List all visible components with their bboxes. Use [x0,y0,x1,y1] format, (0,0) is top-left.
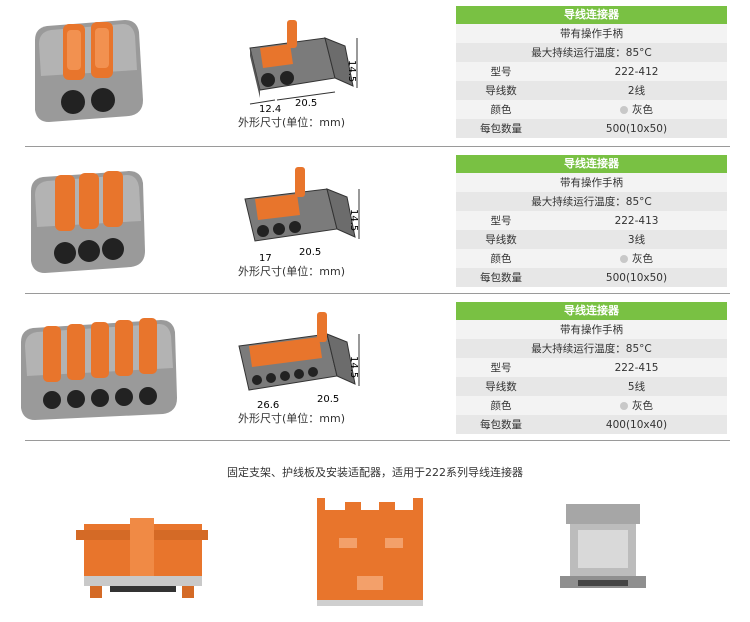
product-section-1: 12.4 20.5 14.5 外形尺寸(单位：mm) 导线连接器 带有操作手柄 … [0,0,750,145]
protective-plate-image [317,498,423,606]
spec-key-pack: 每包数量 [480,123,522,135]
spec-key-wires: 导线数 [485,381,517,393]
spec-key-wires: 导线数 [485,85,517,97]
spec-header: 导线连接器 [456,155,727,173]
dimension-drawing-5wire: 26.6 20.5 14.5 [238,312,360,411]
gray-color-swatch [620,106,628,114]
spec-temp: 最大持续运行温度：85°C [531,47,652,59]
divider [25,146,730,147]
gray-color-swatch [620,402,628,410]
dimension-drawing-3wire: 17 20.5 14.5 [244,167,360,264]
spec-handle: 带有操作手柄 [560,324,623,336]
product-section-3: 26.6 20.5 14.5 外形尺寸(单位：mm) 导线连接器 带有操作手柄 … [0,296,750,441]
spec-key-pack: 每包数量 [480,419,522,431]
dim-height: 14.5 [348,356,359,378]
dim-width: 12.4 [259,104,281,115]
product-section-2: 17 20.5 14.5 外形尺寸(单位：mm) 导线连接器 带有操作手柄 最大… [0,149,750,294]
mounting-bracket-image [76,518,208,598]
dimension-drawing-2wire: 12.4 20.5 14.5 [249,20,358,115]
dim-depth: 20.5 [299,247,321,258]
spec-key-wires: 导线数 [485,234,517,246]
spec-key-color: 颜色 [490,104,512,116]
divider [25,293,730,294]
spec-handle: 带有操作手柄 [560,177,623,189]
spec-key-model: 型号 [490,66,512,78]
dimension-caption: 外形尺寸(单位：mm) [238,116,346,129]
spec-table-222-412: 导线连接器 带有操作手柄 最大持续运行温度：85°C 型号 222-412 导线数… [456,6,727,138]
spec-key-model: 型号 [490,362,512,374]
mounting-adapter-image [560,504,646,588]
dim-height: 14.5 [346,60,357,82]
spec-val-color: 灰色 [632,104,653,116]
spec-header: 导线连接器 [456,6,727,24]
spec-header: 导线连接器 [456,302,727,320]
spec-val-pack: 400(10x40) [605,418,668,431]
spec-val-wires: 2线 [627,85,646,97]
spec-val-model: 222-412 [614,65,659,78]
spec-val-model: 222-415 [614,361,659,374]
spec-val-model: 222-413 [614,214,659,227]
spec-key-pack: 每包数量 [480,272,522,284]
spec-val-color: 灰色 [632,253,653,265]
dim-height: 14.5 [348,209,359,231]
spec-val-pack: 500(10x50) [605,122,668,135]
spec-val-pack: 500(10x50) [605,271,668,284]
spec-temp: 最大持续运行温度：85°C [531,343,652,355]
dimension-caption: 外形尺寸(单位：mm) [238,412,346,425]
dim-width: 26.6 [257,400,279,411]
spec-val-wires: 5线 [627,381,646,393]
spec-key-color: 颜色 [490,253,512,265]
dim-depth: 20.5 [295,98,317,109]
accessories-caption: 固定支架、护线板及安装适配器，适用于222系列导线连接器 [227,466,523,479]
connector-photo-3wire [31,171,145,273]
gray-color-swatch [620,255,628,263]
connector-photo-5wire [21,318,177,420]
spec-val-color: 灰色 [632,400,653,412]
dim-width: 17 [259,253,272,264]
connector-photo-2wire [35,20,143,122]
spec-table-222-413: 导线连接器 带有操作手柄 最大持续运行温度：85°C 型号 222-413 导线数… [456,155,727,287]
spec-temp: 最大持续运行温度：85°C [531,196,652,208]
dim-depth: 20.5 [317,394,339,405]
spec-key-model: 型号 [490,215,512,227]
dimension-caption: 外形尺寸(单位：mm) [238,265,346,278]
spec-val-wires: 3线 [627,234,646,246]
spec-handle: 带有操作手柄 [560,28,623,40]
spec-key-color: 颜色 [490,400,512,412]
divider [25,440,730,441]
spec-table-222-415: 导线连接器 带有操作手柄 最大持续运行温度：85°C 型号 222-415 导线数… [456,302,727,434]
